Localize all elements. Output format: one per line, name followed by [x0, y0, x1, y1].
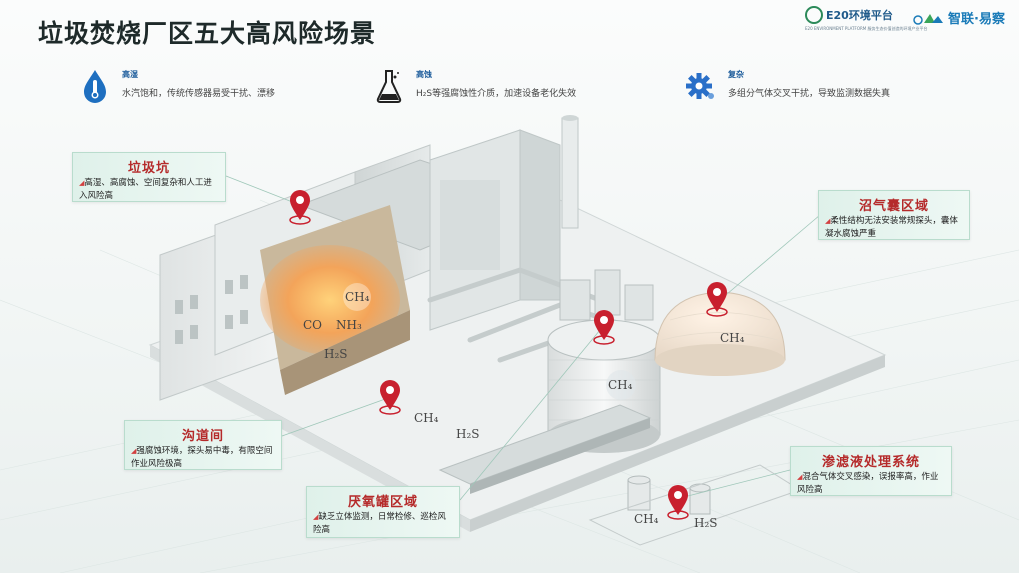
callout-title: 沟道间: [181, 429, 224, 444]
bullet-icon: ◢: [825, 217, 831, 225]
callout-description: ◢柔性结构无法安装常规探头，囊体凝水腐蚀严重: [825, 216, 958, 239]
e20-logo-tagline: E20 ENVIRONMENT PLATFORM 服务生态价值创造的环境产业平台: [805, 26, 928, 31]
risk-label: 复杂: [728, 70, 744, 79]
callout-biogas-bag: 沼气囊区域 ◢柔性结构无法安装常规探头，囊体凝水腐蚀严重: [818, 190, 970, 240]
bullet-icon: ◢: [79, 179, 85, 187]
callout-waste-pit: 垃圾坑 ◢高湿、高腐蚀、空间复杂和人工进入风险高: [72, 152, 226, 202]
page-title: 垃圾焚烧厂区五大高风险场景: [38, 19, 377, 48]
risk-label: 高蚀: [416, 70, 432, 79]
partner-logo: 智联·易察: [912, 8, 1005, 27]
callout-title: 厌氧罐区域: [347, 495, 418, 510]
callout-title: 垃圾坑: [127, 161, 170, 176]
callout-trench: 沟道间 ◢强腐蚀环境，探头易中毒，有限空间作业风险极高: [124, 420, 282, 470]
partner-logo-icon: [913, 13, 944, 25]
partner-logo-text: 智联·易察: [948, 12, 1005, 27]
risk-description: 水汽饱和，传统传感器易受干扰、漂移: [122, 89, 276, 99]
callout-title: 渗滤液处理系统: [821, 455, 920, 470]
flask-icon: [376, 70, 402, 103]
bullet-icon: ◢: [797, 473, 803, 481]
e20-logo-icon: [805, 6, 823, 24]
callout-description: ◢强腐蚀环境，探头易中毒，有限空间作业风险极高: [131, 446, 273, 469]
thermometer-drop-icon: [84, 70, 106, 103]
risk-complex: 复杂 多组分气体交叉干扰，导致监测数据失真: [686, 64, 926, 108]
risk-high-corrosion: 高蚀 H₂S等强腐蚀性介质，加速设备老化失效: [374, 64, 614, 108]
callout-title: 沼气囊区域: [858, 199, 929, 214]
callout-description: ◢混合气体交叉感染，误报率高，作业风险高: [797, 472, 939, 495]
bullet-icon: ◢: [131, 447, 137, 455]
e20-logo: E20环境平台: [805, 6, 893, 24]
logo-area: E20环境平台 E20 ENVIRONMENT PLATFORM 服务生态价值创…: [805, 6, 1005, 40]
e20-logo-text: E20环境平台: [826, 9, 893, 22]
bullet-icon: ◢: [313, 513, 319, 521]
callout-leachate: 渗滤液处理系统 ◢混合气体交叉感染，误报率高，作业风险高: [790, 446, 952, 496]
risk-label: 高湿: [122, 70, 138, 79]
risk-description: H₂S等强腐蚀性介质，加速设备老化失效: [416, 89, 577, 99]
risk-high-humidity: 高湿 水汽饱和，传统传感器易受干扰、漂移: [80, 64, 320, 108]
callout-description: ◢缺乏立体监测，日常检修、巡检风险高: [313, 512, 446, 535]
gear-icon: [686, 73, 714, 99]
callout-anaerobic-tank: 厌氧罐区域 ◢缺乏立体监测，日常检修、巡检风险高: [306, 486, 460, 538]
risk-description: 多组分气体交叉干扰，导致监测数据失真: [728, 89, 891, 99]
callout-description: ◢高湿、高腐蚀、空间复杂和人工进入风险高: [79, 178, 212, 201]
